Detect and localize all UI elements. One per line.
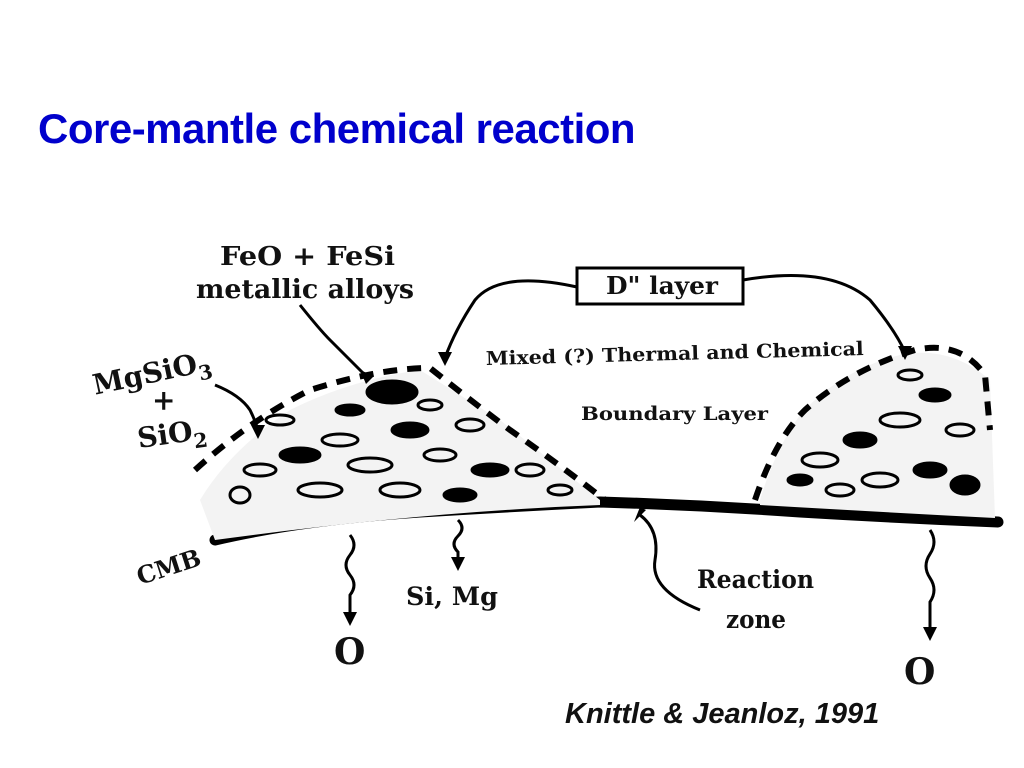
arrowhead-left-pile — [438, 352, 452, 366]
label-plus: + — [152, 384, 175, 417]
si-mg-wavy-arrow — [452, 518, 464, 560]
citation: Knittle & Jeanloz, 1991 — [565, 698, 880, 730]
alloy-pointer-line — [298, 304, 367, 377]
oxygen-left-arrowhead — [343, 612, 357, 626]
left-pile-region — [200, 370, 600, 540]
d-layer-box — [575, 266, 745, 306]
d-layer-arrows — [443, 274, 907, 359]
left-pile-outline — [192, 364, 607, 503]
si-mg-arrowhead — [451, 557, 465, 571]
label-zone: zone — [726, 605, 786, 634]
mgsio3-subscript: 3 — [196, 359, 215, 385]
right-pile-outline — [752, 344, 993, 501]
label-boundary-line1: Mixed (?) Thermal and Chemical — [486, 338, 864, 370]
right-pile-blobs — [786, 368, 981, 498]
oxygen-right-wavy-arrow — [924, 529, 936, 630]
label-sio2: SiO2 — [135, 413, 209, 461]
label-oxygen-right: O — [904, 651, 935, 693]
sio2-base: SiO — [135, 415, 194, 455]
label-boundary-line2: Boundary Layer — [581, 403, 769, 425]
label-reaction: Reaction — [697, 565, 814, 594]
label-metallic-alloys: metallic alloys — [196, 275, 414, 305]
label-d-layer: D" layer — [606, 271, 718, 300]
label-oxygen-left: O — [334, 631, 365, 673]
left-pile-blobs — [228, 379, 574, 505]
slide-title: Core-mantle chemical reaction — [38, 105, 636, 152]
reaction-zone-arrowhead — [634, 507, 646, 522]
label-feo-fesi: FeO + FeSi — [220, 242, 395, 272]
arrowhead-right-pile — [898, 346, 912, 360]
svg-text:SiO2: SiO2 — [135, 413, 209, 461]
alloy-arrowhead — [360, 370, 374, 384]
reaction-zone-pointer — [639, 513, 701, 612]
oxygen-left-wavy-arrow — [344, 534, 356, 615]
mgsio3-base: MgSiO — [90, 347, 200, 401]
label-cmb: CMB — [133, 543, 205, 591]
mgsio3-arrowhead — [251, 425, 265, 439]
label-si-mg: Si, Mg — [406, 582, 498, 611]
sio2-subscript: 2 — [192, 427, 209, 453]
mgsio3-pointer-line — [214, 383, 260, 431]
oxygen-right-arrowhead — [923, 627, 937, 641]
